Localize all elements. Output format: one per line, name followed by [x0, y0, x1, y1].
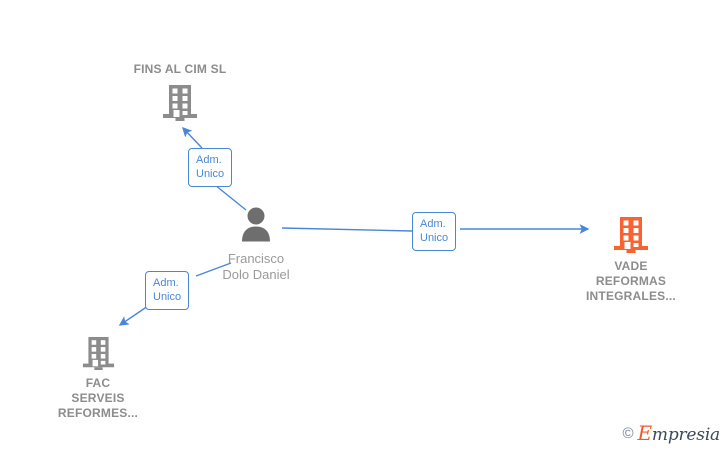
node-francisco-dolo-daniel[interactable]: Francisco Dolo Daniel: [181, 206, 331, 283]
building-icon: [82, 336, 115, 371]
node-fins-al-cim[interactable]: FINS AL CIM SL: [105, 62, 255, 122]
edge-label-vade-reformas[interactable]: Adm. Unico: [412, 212, 457, 251]
edge-label-fins-al-cim[interactable]: Adm. Unico: [188, 148, 233, 187]
brand-wordmark: Empresia: [638, 423, 721, 444]
brand-rest: mpresia: [651, 425, 720, 445]
node-label-fac-serveis: FAC SERVEIS REFORMES...: [57, 376, 139, 420]
node-vade-reformas[interactable]: VADE REFORMAS INTEGRALES...: [556, 216, 706, 304]
building-icon: [613, 216, 649, 254]
empresia-watermark: © Empresia: [622, 423, 720, 444]
edge-to-vade-reformas[interactable]: [281, 224, 590, 234]
node-label-fins-al-cim: FINS AL CIM SL: [133, 62, 227, 76]
node-label-francisco-dolo-daniel: Francisco Dolo Daniel: [222, 251, 290, 282]
person-icon: [239, 206, 273, 246]
copyright-icon: ©: [622, 425, 634, 442]
node-label-vade-reformas: VADE REFORMAS INTEGRALES...: [586, 259, 676, 303]
brand-initial: E: [637, 421, 653, 445]
edge-to-fins-al-cim[interactable]: [182, 126, 247, 211]
edge-label-fac-serveis[interactable]: Adm. Unico: [145, 271, 190, 310]
edge-to-fac-serveis[interactable]: [118, 262, 232, 326]
node-fac-serveis[interactable]: FAC SERVEIS REFORMES...: [23, 336, 173, 421]
building-icon: [162, 84, 198, 122]
